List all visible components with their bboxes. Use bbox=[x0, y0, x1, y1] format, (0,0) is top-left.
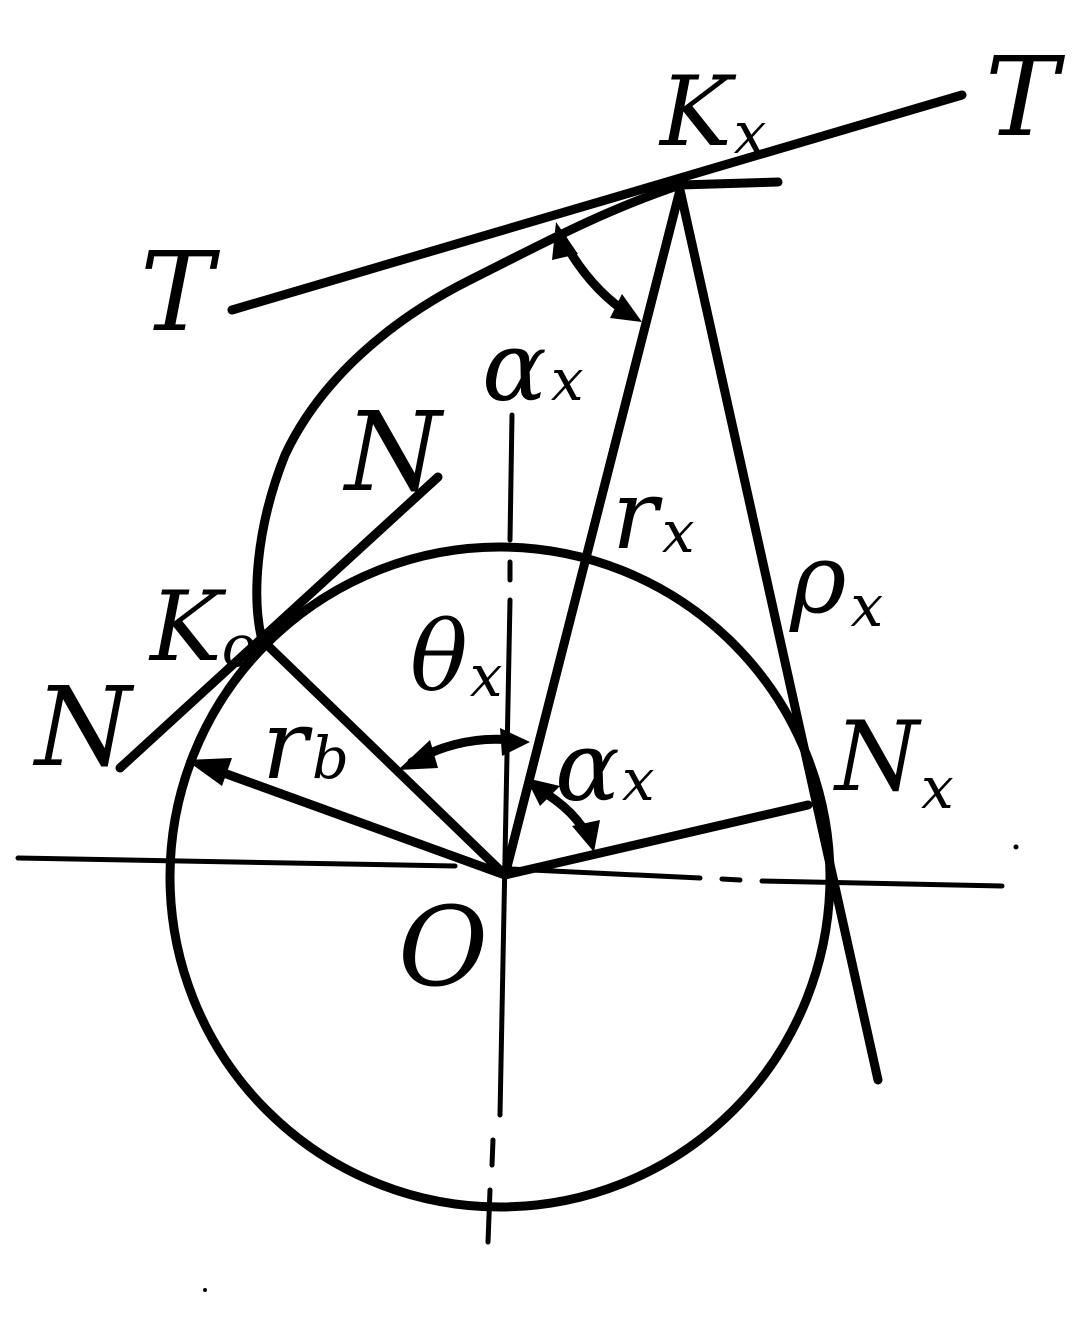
line-o-k0 bbox=[257, 635, 510, 880]
alpha-lower-arrowhead-bottom bbox=[572, 820, 600, 852]
alpha-upper-arrowhead-top bbox=[552, 222, 578, 260]
horizontal-axis-dash bbox=[719, 876, 743, 883]
alpha-upper-arrowhead-bottom bbox=[610, 294, 642, 322]
theta-arrowhead-right bbox=[500, 728, 530, 756]
curvature-line-rho bbox=[675, 185, 883, 1085]
label-rho: ρx bbox=[789, 523, 883, 640]
rb-arrowhead bbox=[186, 758, 232, 786]
label-rb: rb bbox=[262, 689, 349, 801]
label-nx: Nx bbox=[833, 701, 954, 822]
label-normal-lower: N bbox=[32, 663, 135, 791]
alpha-lower-arrowhead-top bbox=[526, 778, 560, 806]
label-theta: θx bbox=[410, 601, 503, 713]
label-rx: rx bbox=[612, 459, 695, 571]
label-tangent-right: T bbox=[985, 33, 1066, 161]
radius-line-rx bbox=[500, 185, 685, 880]
label-kx: Kx bbox=[658, 56, 766, 168]
label-alpha-upper: αx bbox=[482, 311, 584, 423]
theta-arrowhead-left bbox=[398, 740, 438, 770]
tangent-line-tt bbox=[227, 90, 967, 315]
involute-curve bbox=[252, 177, 783, 645]
vertical-axis-dash bbox=[489, 1137, 496, 1168]
label-tangent-left: T bbox=[140, 228, 221, 356]
vertical-axis-bottom bbox=[485, 1187, 493, 1245]
horizontal-axis bbox=[15, 855, 458, 869]
label-alpha-lower: αx bbox=[555, 711, 655, 823]
vertical-axis-top bbox=[507, 412, 515, 543]
stray-dot bbox=[203, 1288, 207, 1292]
normal-line-nn bbox=[115, 472, 443, 773]
label-center-o: O bbox=[398, 883, 488, 1011]
label-k0: Ko bbox=[148, 571, 257, 683]
stray-dot bbox=[1013, 844, 1019, 850]
line-o-nx bbox=[500, 800, 813, 880]
base-radius-rb bbox=[205, 763, 510, 880]
horizontal-axis-right bbox=[759, 878, 1005, 889]
label-normal-upper: N bbox=[342, 388, 445, 516]
